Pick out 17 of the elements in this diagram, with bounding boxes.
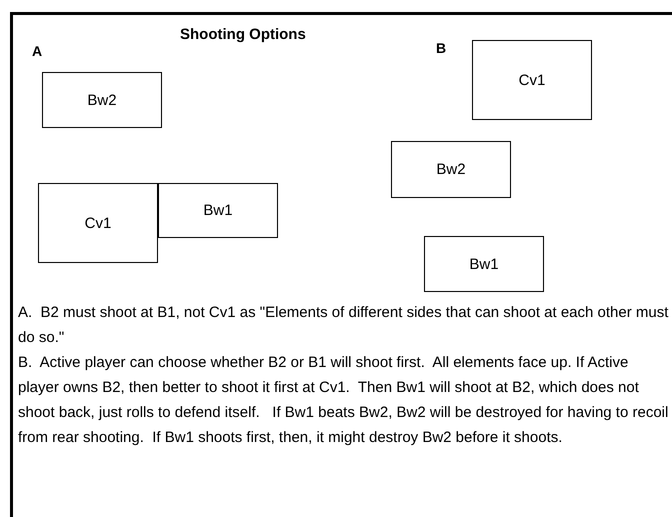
unit-box [391,141,511,198]
unit-name: Bw2 [87,92,117,108]
unit-box [158,183,278,238]
unit-name: Bw1 [469,256,499,272]
unit-box [424,236,544,292]
unit-box [42,72,162,128]
diagram-title: Shooting Options [180,26,306,43]
explanation-paragraph: A. B2 must shoot at B1, not Cv1 as "Elements of different sides that can shoot at each other must do so." [18,303,670,348]
panel-letter: A [32,43,42,59]
unit-name: Cv1 [518,72,546,88]
unit-name: Cv1 [84,214,112,232]
explanation-paragraph: B. Active player can choose whether B2 or B1 will shoot first. All elements face up. If Active player owns B2, then better to shoot it first at Cv1. Then Bw1 will shoot at B2, which does not shoot back, just rolls to defend itself. If Bw1 beats Bw2, Bw2 will be destroyed for having to recoil from rear shooting. If Bw1 shoots first, then, it might destroy Bw2 before it shoots. [18,353,670,448]
unit-box [38,183,158,263]
unit-box [472,40,592,120]
unit-name: Bw1 [203,202,233,219]
panel-letter: B [436,40,446,56]
unit-name: Bw2 [436,161,466,178]
